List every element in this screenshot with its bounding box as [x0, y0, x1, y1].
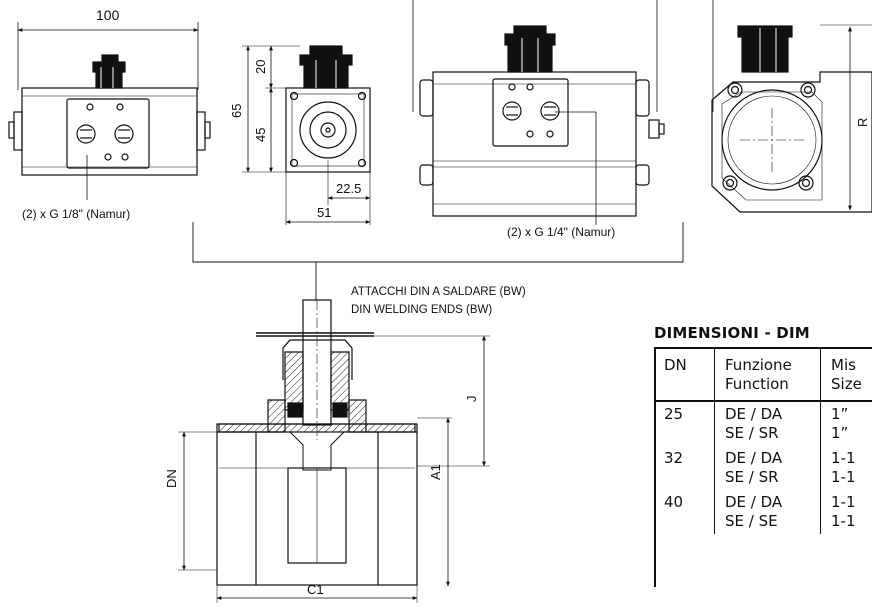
row-dn: 25 [654, 401, 715, 446]
note-bw-english: DIN WELDING ENDS (BW) [351, 304, 492, 316]
row-size: 1” 1” [821, 401, 872, 446]
row-function-2: SE / SR [725, 424, 820, 443]
table-header-row: DN Funzione Function Mis Size [654, 347, 872, 401]
table-row: 40 DE / DA SE / SE 1-1 1-1 [654, 490, 872, 534]
row-size-2: 1-1 [831, 468, 872, 487]
row-size-1: 1-1 [831, 493, 872, 512]
row-dn: 40 [654, 490, 715, 534]
row-size: 1-1 1-1 [821, 490, 872, 534]
note-namur-1-8: (2) x G 1/8" (Namur) [22, 207, 130, 221]
header-function-en: Function [725, 375, 820, 394]
actuator-front-view [413, 0, 664, 225]
header-dn: DN [654, 347, 715, 401]
note-bw-italian: ATTACCHI DIN A SALDARE (BW) [351, 286, 526, 298]
dim-22-5: 22.5 [336, 181, 361, 196]
row-function-1: DE / DA [725, 493, 820, 512]
row-size-2: 1” [831, 424, 872, 443]
dim-51: 51 [317, 205, 331, 220]
dim-45: 45 [253, 128, 268, 142]
dim-c1: C1 [307, 582, 324, 597]
table-row: 25 DE / DA SE / SR 1” 1” [654, 401, 872, 446]
row-size: 1-1 1-1 [821, 446, 872, 490]
dim-a1: A1 [428, 464, 443, 480]
row-dn: 32 [654, 446, 715, 490]
header-size-it: Mis [831, 356, 872, 375]
header-size: Mis Size [821, 347, 872, 401]
row-function-2: SE / SE [725, 512, 820, 531]
row-function-2: SE / SR [725, 468, 820, 487]
header-function: Funzione Function [715, 347, 821, 401]
row-function: DE / DA SE / SE [715, 490, 821, 534]
row-function: DE / DA SE / SR [715, 401, 821, 446]
table-row: 32 DE / DA SE / SR 1-1 1-1 [654, 446, 872, 490]
header-size-en: Size [831, 375, 872, 394]
row-size-1: 1-1 [831, 449, 872, 468]
dim-100: 100 [96, 7, 120, 23]
dim-j: J [464, 396, 479, 403]
header-function-it: Funzione [725, 356, 820, 375]
dim-20: 20 [253, 60, 268, 74]
row-function-1: DE / DA [725, 405, 820, 424]
table-title: DIMENSIONI - DIM [654, 324, 810, 342]
row-function-1: DE / DA [725, 449, 820, 468]
actuator-side-view [9, 22, 210, 200]
dimensions-table: DIMENSIONI - DIM DN Funzione Function Mi… [654, 324, 872, 614]
valve-section-view [178, 300, 490, 603]
dimensions-grid: DN Funzione Function Mis Size 25 DE / DA… [654, 347, 872, 534]
row-function: DE / DA SE / SR [715, 446, 821, 490]
dim-dn: DN [164, 469, 179, 488]
dim-r: R [855, 118, 870, 127]
row-size-1: 1” [831, 405, 872, 424]
dim-65: 65 [229, 104, 244, 118]
actuator-end-view [712, 0, 872, 212]
note-namur-1-4: (2) x G 1/4" (Namur) [507, 225, 615, 239]
row-size-2: 1-1 [831, 512, 872, 531]
